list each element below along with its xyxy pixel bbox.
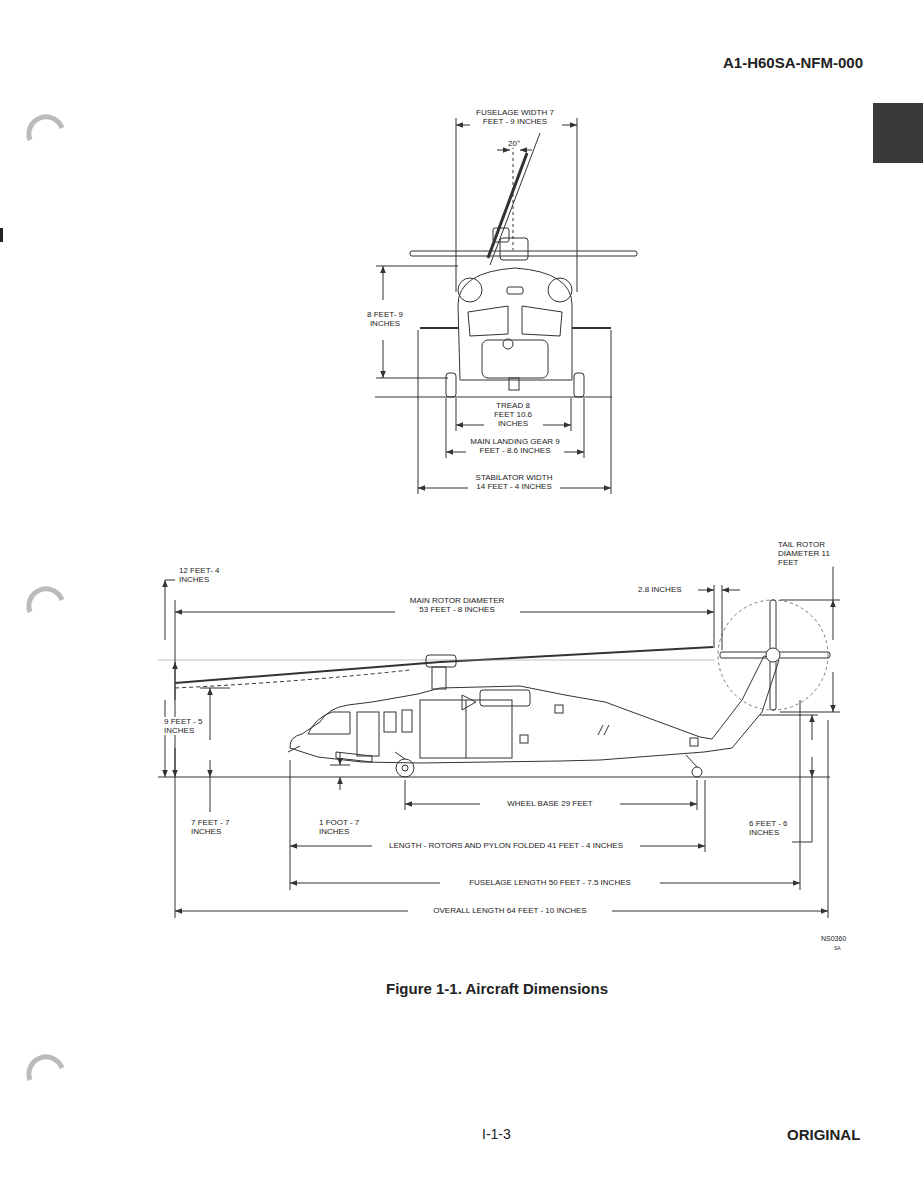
dimension-label: OVERALL LENGTH 64 FEET - 10 INCHES: [432, 906, 587, 915]
dimension-label: STABILATOR WIDTH 14 FEET - 4 INCHES: [470, 473, 558, 491]
punch-holes: [29, 117, 62, 1080]
figure-code: SA: [833, 945, 842, 951]
dimension-label: 2.8 INCHES: [637, 585, 683, 594]
dimension-label: TAIL ROTOR DIAMETER 11 FEET: [777, 540, 833, 567]
page-number: I-1-3: [481, 1126, 512, 1142]
dimension-label: TREAD 8 FEET 10.6 INCHES: [486, 401, 540, 428]
dimension-label: MAIN LANDING GEAR 9 FEET - 8.6 INCHES: [468, 437, 562, 455]
dimension-label: WHEEL BASE 29 FEET: [506, 799, 594, 808]
dimension-label: 1 FOOT - 7 INCHES: [318, 818, 362, 836]
figure-caption: Figure 1-1. Aircraft Dimensions: [385, 980, 609, 997]
page-tab: [873, 103, 923, 163]
dimension-label: 9 FEET - 5 INCHES: [163, 717, 207, 735]
dimension-label: FUSELAGE WIDTH 7 FEET - 9 INCHES: [475, 108, 555, 126]
page-header: A1-H60SA-NFM-000: [722, 54, 864, 71]
dimension-label: 8 FEET- 9 INCHES: [364, 310, 406, 328]
figure-code: NS0360: [820, 935, 847, 943]
dimension-label: FUSELAGE LENGTH 50 FEET - 7.5 INCHES: [468, 878, 632, 887]
front-view: [375, 118, 637, 494]
revision-mark: ORIGINAL: [786, 1126, 861, 1143]
dimension-label: MAIN ROTOR DIAMETER 53 FEET - 8 INCHES: [404, 596, 510, 614]
dimension-label: 7 FEET - 7 INCHES: [190, 818, 234, 836]
dimension-label: 12 FEET- 4 INCHES: [178, 566, 224, 584]
side-view: [158, 566, 840, 918]
dimension-label: LENGTH - ROTORS AND PYLON FOLDED 41 FEET…: [388, 841, 624, 850]
dimension-label: 6 FEET - 6 INCHES: [748, 819, 792, 837]
angle-label: 20°: [507, 139, 521, 148]
